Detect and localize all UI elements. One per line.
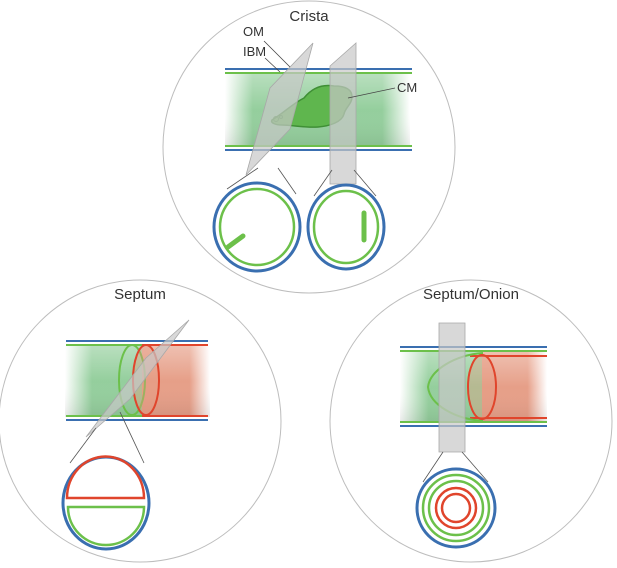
crista-cross-section-left [212,181,302,273]
onion-cross-section [415,467,497,549]
septum-onion-title: Septum/Onion [423,286,519,303]
onion-membrane [467,354,497,420]
septum-onion-panel: Septum/Onion [329,279,613,563]
crista-plane-oblique [245,42,314,176]
septum-title: Septum [114,286,166,303]
label-om: OM [243,24,264,39]
septum-cross-section [61,455,151,551]
septum-panel: Septum [0,279,282,563]
label-cm: CM [397,80,417,95]
onion-plane [438,322,466,453]
crista-panel: Crista OM IBM CM [162,0,456,294]
crista-title: Crista [289,8,329,25]
septum-plane [85,319,190,438]
crista-cross-section-right [306,183,386,271]
label-ibm: IBM [243,44,266,59]
crista-plane-vertical [329,42,357,185]
